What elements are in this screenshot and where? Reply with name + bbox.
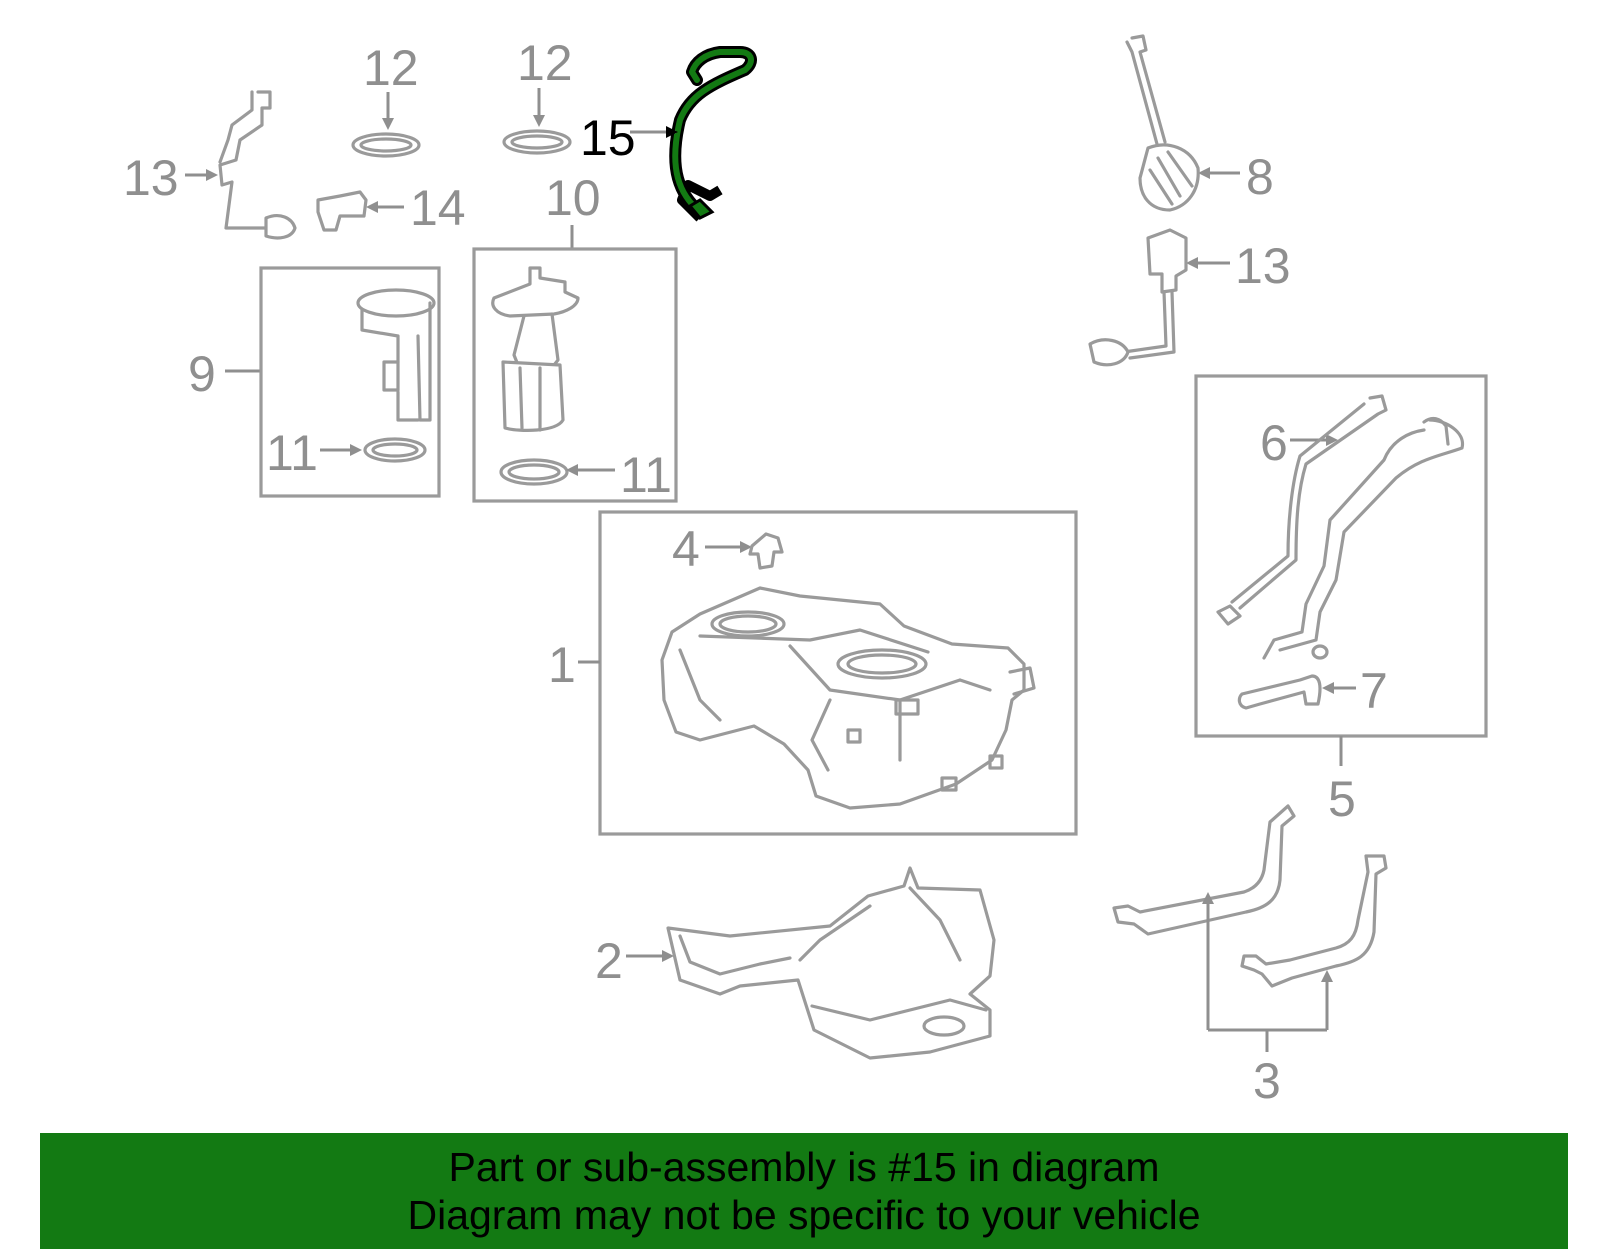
callout-8: 8 — [1246, 149, 1274, 205]
callout-11-right: 11 — [620, 447, 672, 503]
callout-13-left: 13 — [123, 150, 179, 206]
fuel-cap-8 — [1125, 34, 1200, 212]
fuel-tank-1 — [660, 586, 1036, 810]
box-1 — [598, 510, 1078, 836]
callout-10: 10 — [545, 170, 601, 226]
fuel-pump-module-10 — [491, 266, 580, 486]
box-10 — [472, 247, 678, 503]
callout-14: 14 — [410, 180, 466, 236]
fuel-level-sender-13-right — [1088, 228, 1188, 367]
o-ring-12-left — [351, 132, 421, 158]
callout-2: 2 — [595, 933, 623, 989]
callout-5: 5 — [1328, 771, 1356, 827]
callout-12-right: 12 — [517, 35, 573, 91]
banner-line-1: Part or sub-assembly is #15 in diagram — [448, 1144, 1160, 1190]
callout-7: 7 — [1360, 663, 1388, 719]
o-ring-12-right — [502, 129, 572, 155]
callout-6: 6 — [1260, 415, 1288, 471]
part-15-highlighted-pipe — [669, 46, 757, 222]
banner-line-2: Diagram may not be specific to your vehi… — [407, 1192, 1201, 1238]
filler-pipe-5 — [1262, 416, 1464, 660]
o-ring-11-left — [363, 437, 427, 463]
hose-7 — [1237, 674, 1322, 710]
info-banner: Part or sub-assembly is #15 in diagram D… — [40, 1133, 1568, 1249]
tank-strap-3-left — [1112, 804, 1296, 936]
fuel-pump-9 — [356, 288, 436, 463]
callout-1: 1 — [548, 637, 576, 693]
o-ring-11-right — [499, 458, 569, 486]
callout-3: 3 — [1253, 1053, 1281, 1109]
callout-13-right: 13 — [1235, 238, 1291, 294]
clip-14 — [316, 190, 368, 232]
callout-12-left: 12 — [363, 40, 419, 96]
callout-4: 4 — [672, 521, 700, 577]
tank-strap-3-right — [1240, 854, 1388, 988]
breather-tube-6 — [1216, 394, 1388, 626]
heat-shield-2 — [666, 866, 996, 1060]
callout-15: 15 — [580, 110, 636, 166]
box-9 — [259, 266, 441, 498]
valve-4 — [748, 532, 784, 570]
fuel-level-sender-13-left — [218, 90, 297, 240]
callout-9: 9 — [188, 346, 216, 402]
callout-11-left: 11 — [266, 425, 318, 481]
